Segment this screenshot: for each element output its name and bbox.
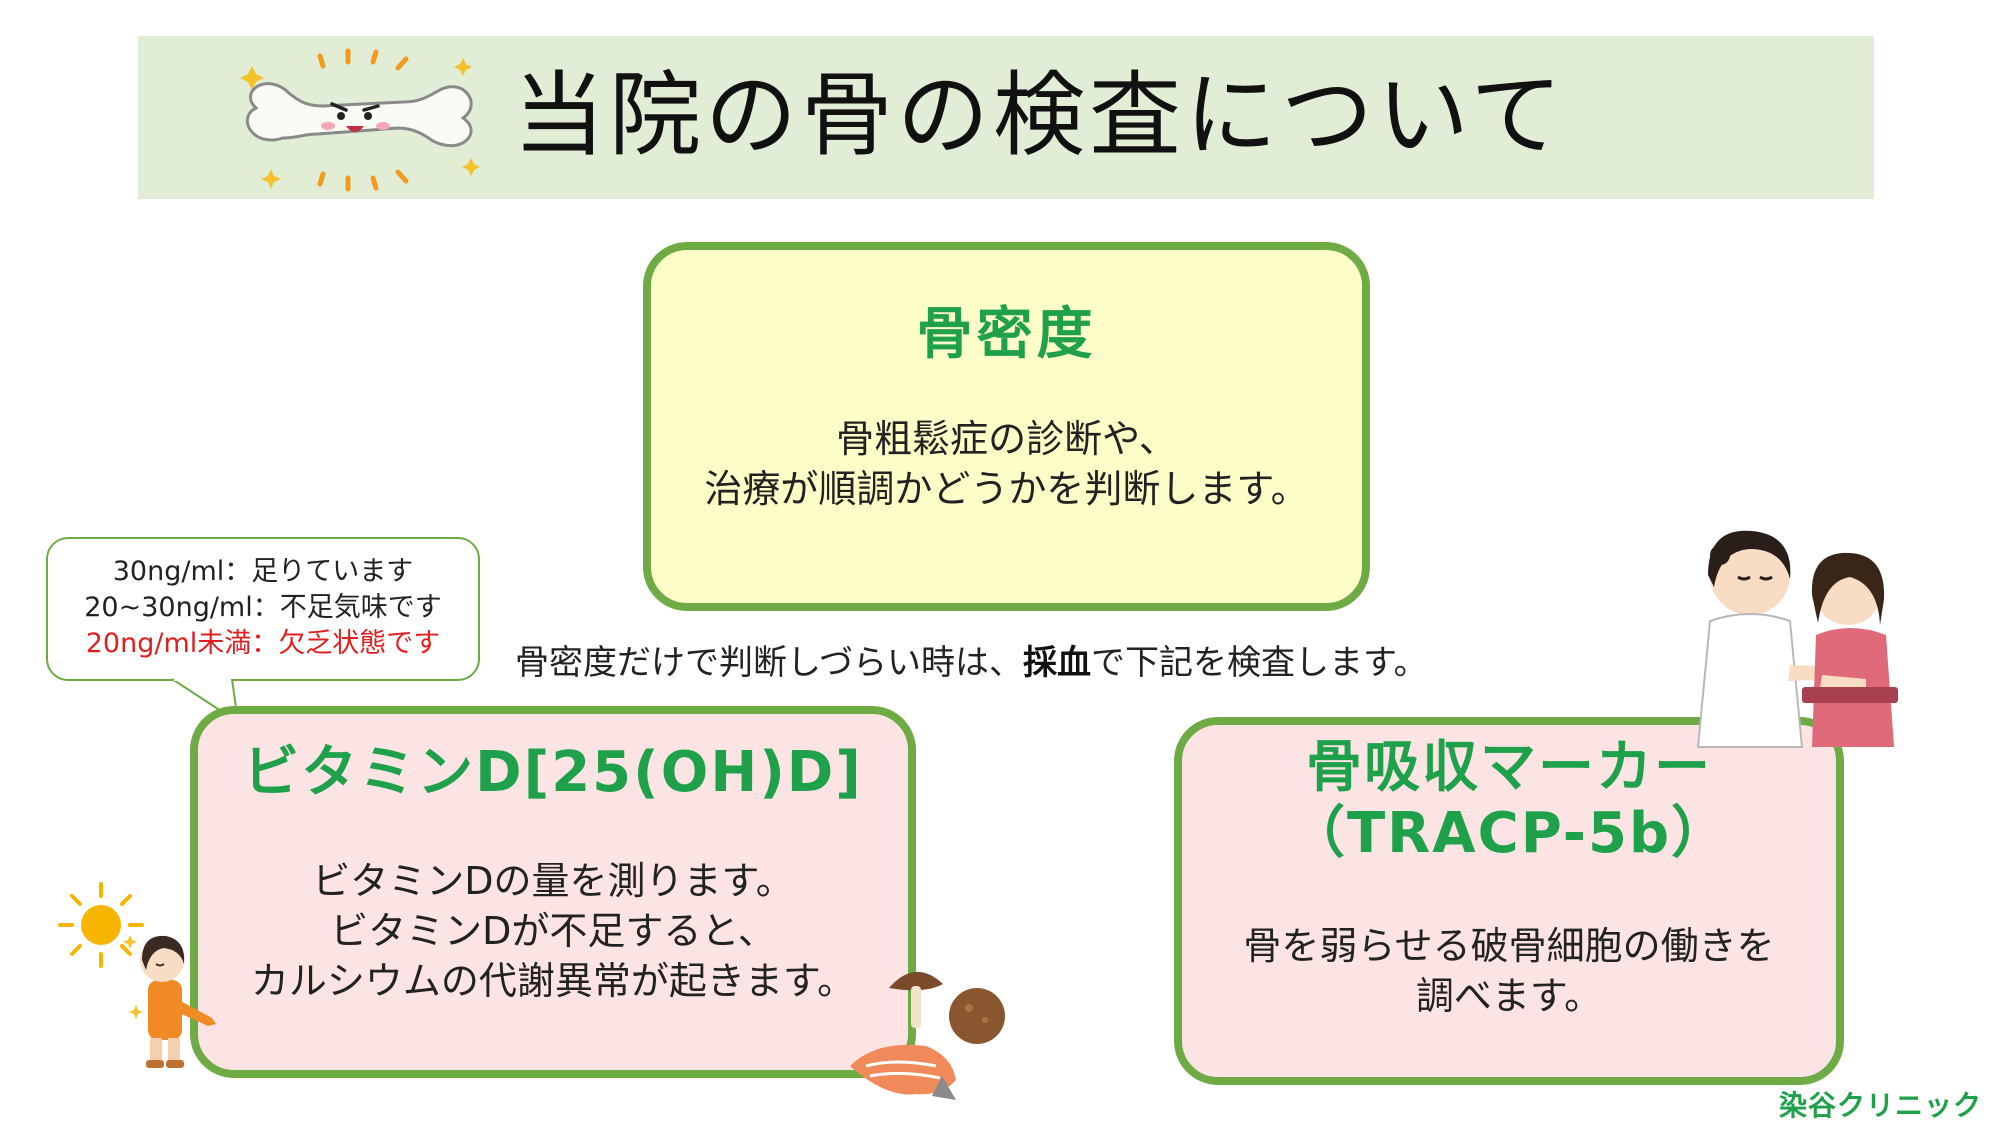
bone-mascot-icon [240,48,480,192]
bone-resorption-description: 骨を弱らせる破骨細胞の働きを 調べます。 [1182,921,1836,1021]
bone-resorption-line-1: 骨を弱らせる破骨細胞の働きを [1243,924,1775,968]
blood-test-note: 骨密度だけで判断しづらい時は、採血で下記を検査します。 [515,640,1515,686]
blood-test-note-bold: 採血 [1022,643,1091,683]
vitamin-d-level-callout: 30ng/ml：足りています 20~30ng/ml：不足気味です 20ng/ml… [46,537,480,681]
bone-density-line-2: 治療が順調かどうかを判断します。 [704,467,1309,511]
blood-test-note-after: で下記を検査します。 [1090,643,1428,683]
bone-resorption-title: 骨吸収マーカー （TRACP-5b） [1182,735,1836,867]
callout-line-sufficient: 30ng/ml：足りています [112,556,414,587]
mushroom-icon [889,971,1005,1044]
vitamin-d-card: ビタミンD[25(OH)D] ビタミンDの量を測ります。 ビタミンDが不足すると… [190,706,916,1078]
vitamin-d-line-2: ビタミンDが不足すると、 [330,909,776,953]
salmon-icon [850,1044,956,1100]
callout-line-deficient: 20ng/ml未満：欠乏状態です [85,628,441,659]
bone-resorption-line-2: 調べます。 [1415,974,1603,1018]
bone-resorption-marker-card: 骨吸収マーカー （TRACP-5b） 骨を弱らせる破骨細胞の働きを 調べます。 [1174,717,1844,1085]
sun-icon [58,882,144,968]
bone-density-description: 骨粗鬆症の診断や、 治療が順調かどうかを判断します。 [651,414,1362,514]
bone-density-title: 骨密度 [916,302,1097,367]
vitamin-d-description: ビタミンDの量を測ります。 ビタミンDが不足すると、 カルシウムの代謝異常が起き… [198,856,908,1006]
bone-resorption-title-line-1: 骨吸収マーカー [1306,735,1712,800]
bone-resorption-title-line-2: （TRACP-5b） [1288,801,1730,866]
vitamin-d-line-3: カルシウムの代謝異常が起きます。 [250,959,856,1003]
clinic-name: 染谷クリニック [1778,1089,1982,1122]
vitamin-d-line-1: ビタミンDの量を測ります。 [312,859,794,903]
callout-line-insufficient: 20~30ng/ml：不足気味です [84,592,442,623]
page-title: 当院の骨の検査について [513,62,1567,169]
child-sunbathing-icon [123,935,216,1068]
nurse-blood-draw-icon [1696,530,1898,748]
bone-density-line-1: 骨粗鬆症の診断や、 [836,417,1177,461]
header-banner: 当院の骨の検査について [138,36,1874,199]
bone-density-card: 骨密度 骨粗鬆症の診断や、 治療が順調かどうかを判断します。 [643,242,1370,611]
blood-test-note-before: 骨密度だけで判断しづらい時は、 [515,643,1023,683]
vitamin-d-title: ビタミンD[25(OH)D] [243,740,863,805]
